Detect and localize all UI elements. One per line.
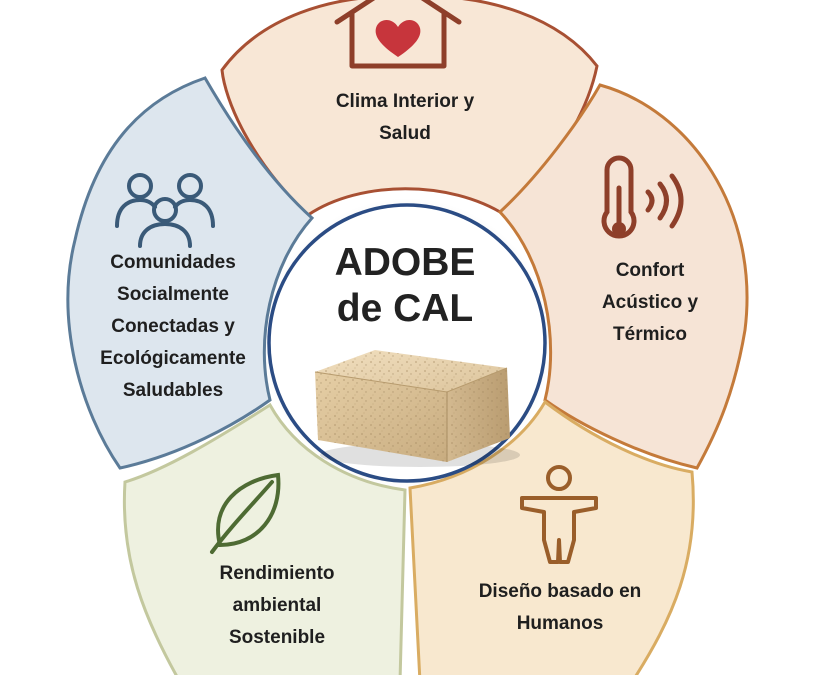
label-confort-acustico: Confort Acústico y Térmico <box>560 255 740 351</box>
label-line: ambiental <box>232 595 322 616</box>
label-line: Ecológicamente <box>100 348 246 369</box>
center-title-line-1: ADOBE <box>334 241 476 284</box>
leaf-icon <box>210 472 281 554</box>
center-title-line-2: de CAL <box>336 287 474 330</box>
petal-comunidades <box>66 76 315 470</box>
petal-confort-acustico <box>497 83 749 470</box>
label-line: Acústico y <box>601 292 699 313</box>
label-line: Comunidades <box>110 252 236 273</box>
label-line: Saludables <box>122 380 224 401</box>
house-heart-icon <box>334 0 462 69</box>
label-diseno-humanos: Diseño basado en Humanos <box>445 576 675 640</box>
community-people-icon <box>115 173 215 248</box>
label-rendimiento-ambiental: Rendimiento ambiental Sostenible <box>172 558 382 654</box>
label-line: Salud <box>379 123 431 144</box>
label-line: Socialmente <box>117 284 229 305</box>
petal-clima-interior <box>220 0 599 217</box>
human-figure-icon <box>520 465 598 564</box>
thermometer-sound-icon <box>601 155 684 239</box>
label-line: Rendimiento <box>219 563 335 584</box>
center-title: ADOBE de CAL <box>300 240 510 332</box>
label-line: Confort <box>615 260 685 281</box>
label-clima-interior: Clima Interior y Salud <box>300 86 510 150</box>
lime-adobe-brick-image <box>314 350 520 467</box>
label-line: Conectadas y <box>111 316 235 337</box>
label-comunidades: Comunidades Socialmente Conectadas y Eco… <box>78 247 268 407</box>
label-line: Sostenible <box>228 627 326 648</box>
label-line: Diseño basado en <box>478 581 642 602</box>
label-line: Humanos <box>516 613 604 634</box>
label-line: Térmico <box>613 324 687 345</box>
label-line: Clima Interior y <box>335 91 475 112</box>
